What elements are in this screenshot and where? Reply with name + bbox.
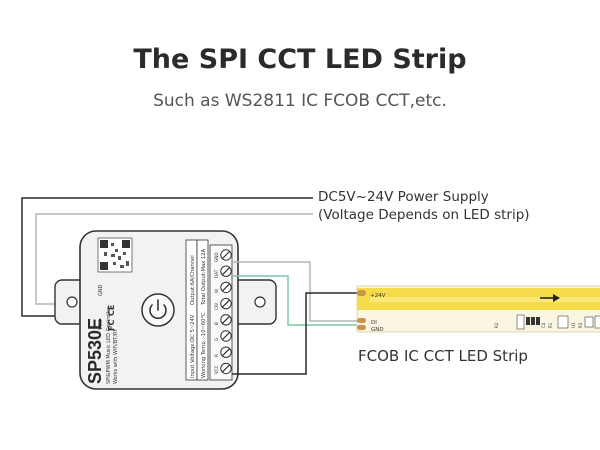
terminal-screw-slot <box>222 348 230 357</box>
terminal-screw-slot <box>222 283 230 292</box>
terminal-screw-slot <box>222 332 230 340</box>
chip-label-u1: U1 <box>571 322 576 328</box>
terminal-label-gnd: GND <box>214 252 219 262</box>
power-supply-label: DC5V~24V Power Supply <box>318 189 489 205</box>
controller-compat: Works with WiFi/BT/RF <box>113 328 119 384</box>
wire-vcc-gray <box>232 261 357 322</box>
led-strip-pads <box>357 290 366 330</box>
terminal-screw-slot <box>222 251 230 259</box>
terminal-label-vcc: VCC <box>214 365 219 374</box>
wire-gnd-dark <box>232 292 357 375</box>
terminal-screw-slot <box>222 299 230 308</box>
pad-label-di: DI <box>371 320 377 326</box>
terminal-label-b: B <box>214 322 219 325</box>
terminal-label-cw: CW <box>214 303 219 310</box>
pad-label-gnd: GND <box>371 327 384 333</box>
terminal-label-dat: DAT <box>214 269 219 278</box>
chip-label-r1: R1 <box>548 322 553 328</box>
power-icon <box>149 299 167 320</box>
chip-label-r2: R2 <box>494 322 499 328</box>
led-strip-cob-line <box>370 297 600 302</box>
chip-label-c4: C4 <box>541 322 546 328</box>
power-wire-dark <box>21 197 313 317</box>
chip-components <box>516 314 600 330</box>
spec-output-per-channel: Output:6A/Channel <box>190 255 196 305</box>
qr-code-icon <box>97 237 133 273</box>
terminal-label-w: W <box>214 289 219 293</box>
spec-input-voltage: Input Voltage:DC 5~24V <box>190 314 196 378</box>
terminal-screw-slot <box>222 315 230 324</box>
controller-right-screw-hole <box>254 296 266 308</box>
controller-product-line: SPI&PWM Music LED Controller <box>106 306 112 384</box>
terminal-label-r: R <box>214 354 219 357</box>
wire-dat-green <box>232 275 357 326</box>
direction-arrow-icon <box>540 294 560 302</box>
terminal-screw-slot <box>222 364 230 373</box>
terminal-label-g: G <box>214 338 219 341</box>
fc-mark: FC <box>107 320 116 331</box>
page-subtitle: Such as WS2811 IC FCOB CCT,etc. <box>153 91 447 111</box>
ce-mark: CE <box>107 305 116 316</box>
terminal-block <box>209 244 233 381</box>
spec-box-right <box>196 239 209 381</box>
spec-total-output: Total Output:Max 12A <box>201 248 207 306</box>
controller-left-screw-hole <box>66 296 78 308</box>
terminal-screw-slot <box>222 267 230 276</box>
spec-working-temp: Working Temp.:-10~60°C <box>201 312 207 378</box>
controller-model: SP530E <box>85 318 105 384</box>
left-label-gnd: GND <box>98 284 104 296</box>
pad-vcc <box>357 290 366 296</box>
pad-label-24v: +24V <box>370 293 386 299</box>
power-supply-note: (Voltage Depends on LED strip) <box>318 207 530 223</box>
page-title: The SPI CCT LED Strip <box>133 44 467 75</box>
terminal-screws <box>220 249 232 375</box>
pad-di <box>357 318 366 323</box>
led-strip-label: FCOB IC CCT LED Strip <box>358 347 528 365</box>
left-label-vcc: VCC <box>98 319 104 330</box>
terminal-labels: GND DAT W CW B G R VCC <box>214 252 219 374</box>
chip-label-r3: R3 <box>578 322 583 328</box>
pad-gnd <box>357 325 366 330</box>
